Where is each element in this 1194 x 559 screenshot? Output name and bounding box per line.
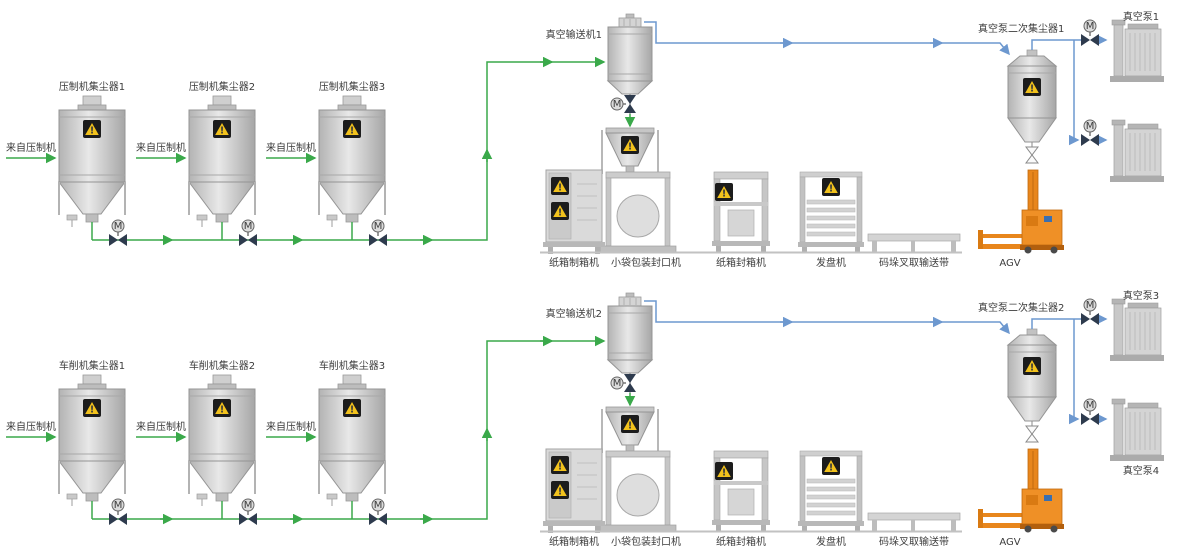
label-agv: AGV	[999, 258, 1020, 269]
label-carton-sealer: 纸箱封箱机	[716, 256, 766, 269]
label-press-collector-2: 压制机集尘器2	[189, 80, 255, 93]
label-tray-dispenser: 发盘机	[816, 256, 846, 269]
label-vacuum-pump-1: 真空泵1	[1123, 10, 1159, 23]
label-pallet-conveyor-2: 码垛叉取输送带	[879, 535, 949, 548]
top-line-labels: 压制机集尘器1 压制机集尘器2 压制机集尘器3 来自压制机 来自压制机 来自压制…	[6, 10, 1159, 269]
label-bag-packer: 小袋包装封口机	[611, 256, 681, 269]
label-tray-dispenser-2: 发盘机	[816, 535, 846, 548]
label-press-collector-3: 压制机集尘器3	[319, 80, 385, 93]
bottom-line-labels: 车削机集尘器1 车削机集尘器2 车削机集尘器3 来自压制机 来自压制机 来自压制…	[6, 289, 1159, 548]
label-pallet-conveyor: 码垛叉取输送带	[879, 256, 949, 269]
label-feed-4: 来自压制机	[6, 420, 56, 433]
label-feed-1: 来自压制机	[6, 141, 56, 154]
top-line-graphics	[6, 14, 1164, 254]
label-carton-maker-2: 纸箱制箱机	[549, 535, 599, 548]
label-carton-maker: 纸箱制箱机	[549, 256, 599, 269]
label-vacuum-conveyor-2: 真空输送机2	[546, 307, 602, 320]
label-feed-2: 来自压制机	[136, 141, 186, 154]
label-agv-2: AGV	[999, 537, 1020, 548]
label-carton-sealer-2: 纸箱封箱机	[716, 535, 766, 548]
label-lathe-collector-1: 车削机集尘器1	[59, 359, 125, 372]
label-secondary-collector-1: 真空泵二次集尘器1	[978, 22, 1064, 35]
label-vacuum-pump-3: 真空泵3	[1123, 289, 1159, 302]
label-lathe-collector-3: 车削机集尘器3	[319, 359, 385, 372]
label-secondary-collector-2: 真空泵二次集尘器2	[978, 301, 1064, 314]
label-press-collector-1: 压制机集尘器1	[59, 80, 125, 93]
label-vacuum-pump-4: 真空泵4	[1123, 464, 1159, 477]
label-feed-5: 来自压制机	[136, 420, 186, 433]
label-feed-6: 来自压制机	[266, 420, 316, 433]
label-vacuum-conveyor-1: 真空输送机1	[546, 28, 602, 41]
label-lathe-collector-2: 车削机集尘器2	[189, 359, 255, 372]
label-feed-3: 来自压制机	[266, 141, 316, 154]
bottom-line-graphics	[6, 293, 1164, 533]
label-bag-packer-2: 小袋包装封口机	[611, 535, 681, 548]
